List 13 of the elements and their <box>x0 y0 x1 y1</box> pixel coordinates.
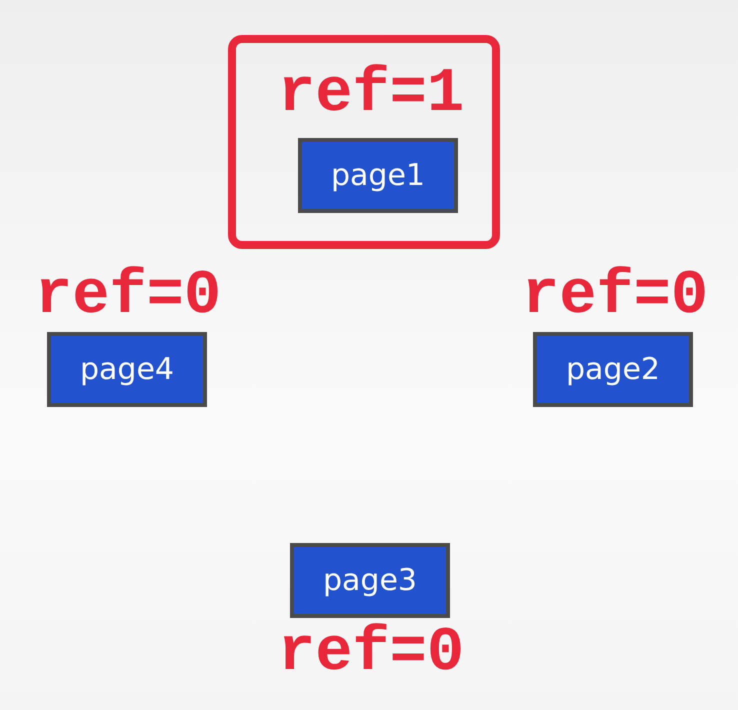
page-box <box>290 543 450 618</box>
highlight-frame <box>228 35 500 249</box>
page-box <box>47 332 207 407</box>
page-box <box>298 138 458 213</box>
ref-count-label: ref=0 <box>278 622 464 684</box>
page-box <box>533 332 693 407</box>
page-label: page3 <box>322 563 417 598</box>
page-label: page1 <box>330 158 425 193</box>
ref-count-label: ref=0 <box>35 265 222 327</box>
page-label: page2 <box>566 352 660 387</box>
ref-count-label: ref=1 <box>278 63 464 125</box>
page-label: page4 <box>80 352 174 387</box>
ref-count-label: ref=0 <box>522 265 708 327</box>
